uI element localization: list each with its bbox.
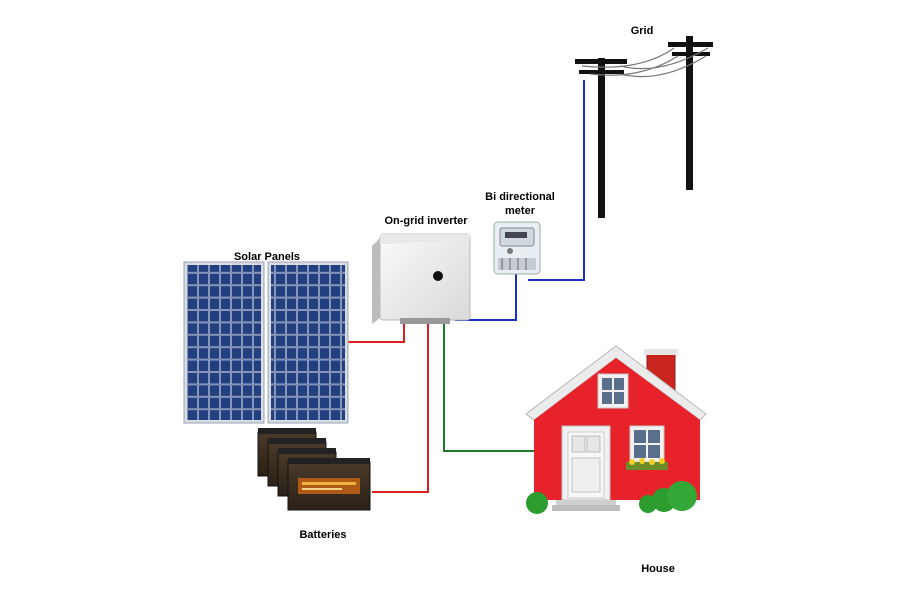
on-grid-inverter (372, 233, 471, 324)
grid-poles (575, 36, 713, 218)
bi-directional-meter (493, 221, 541, 275)
batteries-label: Batteries (299, 529, 347, 541)
battery-inverter-wire (372, 322, 429, 493)
solar-panels (183, 261, 349, 424)
panel-inverter-wire (346, 322, 405, 343)
house-label: House (641, 563, 675, 575)
inverter-label: On-grid inverter (384, 215, 468, 227)
meter-label: Bi directional meter (485, 191, 555, 217)
house (525, 345, 707, 514)
grid-wire (528, 80, 585, 281)
batteries (257, 428, 371, 511)
inverter-house-wire (443, 322, 540, 452)
grid-label: Grid (630, 25, 654, 37)
solar-panels-label: Solar Panels (233, 251, 301, 263)
